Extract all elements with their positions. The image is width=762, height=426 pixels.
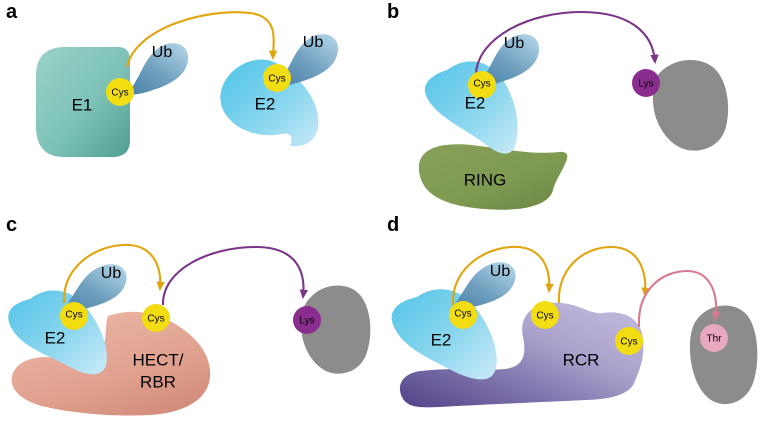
rcr-domain-label: RCR: [563, 350, 600, 369]
arrow-e2-cys-to-substrate-lys: [474, 10, 659, 74]
cys-on-e2-label: Cys: [473, 79, 490, 90]
lys-on-substrate-circle: [632, 69, 660, 97]
cys-on-e2-label: Cys: [268, 74, 285, 85]
panel-c: c: [0, 213, 381, 426]
lys-on-substrate-label: Lys: [299, 316, 314, 327]
rcr-domain-shape: [399, 302, 644, 408]
ring-domain-shape: [418, 144, 568, 210]
cys1-on-rcr-circle: [531, 301, 559, 329]
cys-on-e2-circle: [468, 71, 496, 99]
cys-on-e2-circle: [60, 302, 88, 330]
panel-b-label: b: [387, 1, 400, 23]
panel-b: b: [381, 0, 762, 213]
lys-on-substrate-circle: [293, 306, 321, 334]
thr-on-substrate-label: Thr: [707, 334, 723, 345]
ub-on-e2-label: Ub: [101, 265, 122, 282]
panel-a-label: a: [6, 1, 18, 23]
arrow-hect-cys-to-substrate-lys: [161, 245, 309, 306]
e1-enzyme-label: E1: [72, 95, 93, 114]
ub-on-e2-label: Ub: [490, 263, 511, 280]
cys-on-e1-label: Cys: [111, 88, 128, 99]
cys-on-hect-rbr-circle: [142, 304, 170, 332]
cys-on-e2-circle: [263, 64, 291, 92]
arrow-e1-cys-to-e2-cys: [125, 11, 278, 68]
cys1-on-rcr-label: Cys: [536, 311, 553, 322]
e2-enzyme-label: E2: [465, 93, 486, 112]
ub-on-e2-label: Ub: [504, 35, 525, 52]
ub-on-e2-shape: [62, 264, 127, 313]
panel-c-label: c: [6, 214, 18, 236]
cys2-on-rcr-circle: [615, 327, 643, 355]
cys-on-e2-label: Cys: [65, 310, 82, 321]
thr-on-substrate-circle: [700, 324, 728, 352]
arrow-rcr-cys1-to-rcr-cys2: [557, 245, 650, 304]
panel-a: a: [0, 0, 381, 213]
ring-domain-label: RING: [464, 170, 507, 189]
panel-d-graphic: Cys Cys Cys Thr E2 Ub RCR: [391, 245, 758, 408]
cys-on-hect-rbr-label: Cys: [147, 314, 164, 325]
panel-a-graphic: Cys Cys E1 Ub E2 Ub: [36, 11, 339, 157]
arrow-e2-cys-to-hect-cys: [62, 243, 165, 304]
ub-on-e2-shape: [278, 34, 339, 86]
substrate-shape: [689, 305, 758, 405]
cys2-on-rcr-label: Cys: [620, 337, 637, 348]
e1-enzyme-shape: [36, 47, 130, 157]
ub-on-e1-label: Ub: [152, 44, 173, 61]
hect-rbr-domain-label-line2: RBR: [140, 372, 176, 391]
arrow-rcr-cys2-to-substrate-thr: [637, 269, 721, 328]
panel-c-graphic: Cys Cys Lys E2 Ub HECT/ RBR: [8, 243, 371, 416]
cys-on-e2-label: Cys: [454, 309, 471, 320]
substrate-shape: [653, 59, 729, 151]
ub-on-e2-label: Ub: [303, 34, 324, 51]
cys-on-e1-circle: [106, 78, 134, 106]
panel-b-graphic: Cys Lys E2 Ub RING: [418, 10, 729, 210]
lys-on-substrate-label: Lys: [638, 79, 653, 90]
ub-on-e2-shape: [479, 34, 540, 86]
hect-rbr-domain-shape: [11, 311, 211, 416]
e2-enzyme-label: E2: [255, 94, 276, 113]
hect-rbr-domain-label-line1: HECT/: [133, 350, 184, 369]
cys-on-e2-circle: [449, 301, 477, 329]
arrow-e2-cys-to-rcr-cys1: [451, 245, 554, 306]
ub-on-e1-shape: [128, 43, 189, 95]
panel-d-label: d: [387, 214, 400, 236]
panel-d: d: [381, 213, 762, 426]
ub-on-e2-shape: [451, 262, 516, 311]
e2-enzyme-label: E2: [431, 330, 452, 349]
substrate-shape: [300, 285, 371, 374]
e2-enzyme-label: E2: [45, 328, 66, 347]
